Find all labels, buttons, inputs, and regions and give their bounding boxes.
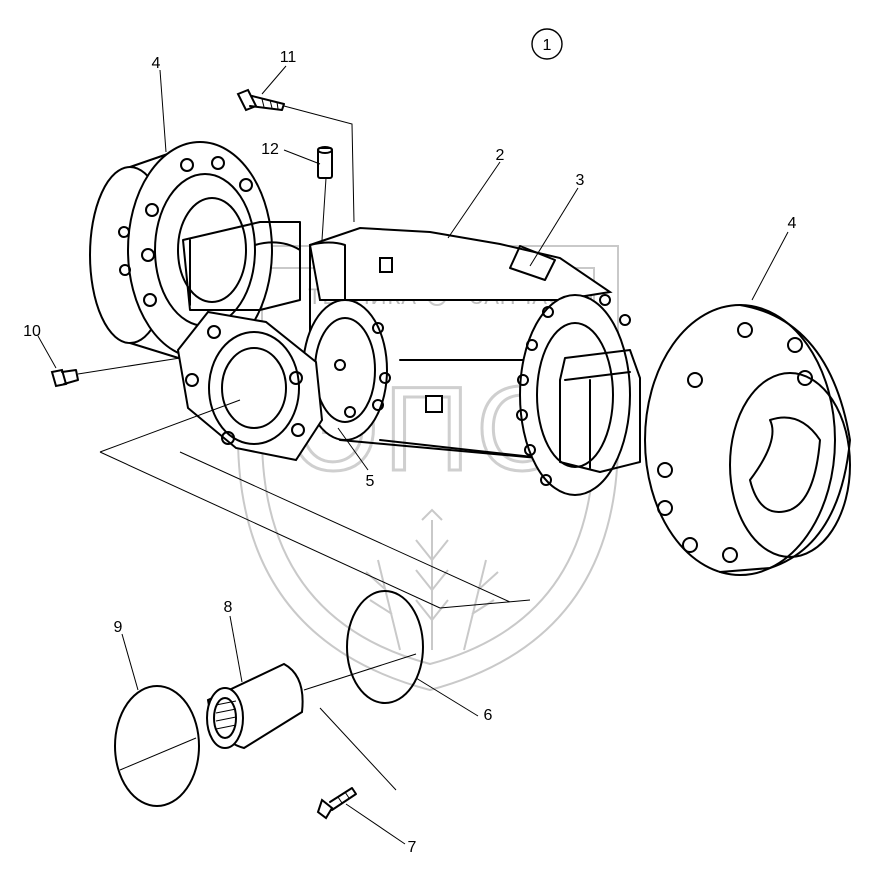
callout-left-hub: 4 <box>152 55 161 72</box>
callout-leaders <box>37 65 789 845</box>
right-wheel-hub <box>644 304 851 576</box>
group-badge-label: 1 <box>543 37 552 54</box>
o-ring-6 <box>346 590 424 704</box>
callout-bearing-8: 8 <box>224 599 233 616</box>
callout-breather: 3 <box>576 172 585 189</box>
bolt-7 <box>316 787 357 820</box>
callout-housing: 2 <box>496 147 505 164</box>
bolt-12 <box>317 146 333 179</box>
callout-gasket: 5 <box>366 473 375 490</box>
group-badge: 1 <box>531 28 563 60</box>
bolt-11 <box>236 88 285 112</box>
o-ring-9 <box>114 685 200 807</box>
callout-bolt-11: 11 <box>280 49 297 66</box>
assembly-lines <box>77 105 531 791</box>
callout-bolt-7: 7 <box>408 839 417 856</box>
bolt-10 <box>50 368 79 388</box>
callout-right-hub: 4 <box>788 215 797 232</box>
callout-o-ring-9: 9 <box>114 619 123 636</box>
callout-bolt-10: 10 <box>23 323 41 340</box>
gasket <box>176 310 324 462</box>
callout-bolt-12: 12 <box>261 141 279 158</box>
wheat-icon <box>365 508 499 651</box>
axle-housing <box>302 226 641 496</box>
needle-bearing-8 <box>206 662 304 750</box>
callout-labels: 2 3 4 4 5 6 7 8 9 10 11 12 <box>23 49 796 856</box>
callout-o-ring-6: 6 <box>484 707 493 724</box>
